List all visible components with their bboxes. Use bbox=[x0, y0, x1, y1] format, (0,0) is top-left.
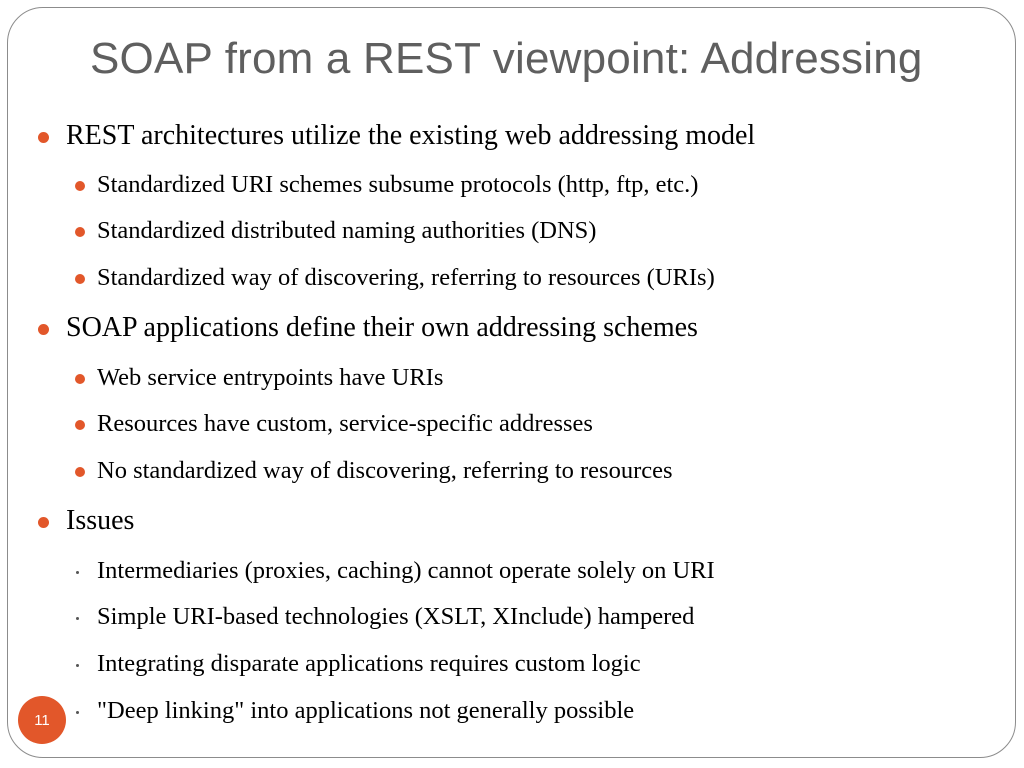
sub-bullet-dot bbox=[76, 571, 79, 574]
bullet-level2: Resources have custom, service-specific … bbox=[97, 410, 593, 437]
sub-bullet-dot bbox=[76, 711, 79, 714]
slide-title: SOAP from a REST viewpoint: Addressing bbox=[90, 34, 923, 83]
bullet-dot bbox=[75, 420, 85, 430]
bullet-level2: No standardized way of discovering, refe… bbox=[97, 457, 673, 484]
bullet-level1: REST architectures utilize the existing … bbox=[66, 120, 756, 151]
bullet-dot bbox=[38, 517, 49, 528]
bullet-dot bbox=[75, 467, 85, 477]
slide-frame bbox=[7, 7, 1016, 758]
bullet-level2: Integrating disparate applications requi… bbox=[97, 650, 641, 677]
page-number-badge: 11 bbox=[18, 696, 66, 744]
bullet-level1: SOAP applications define their own addre… bbox=[66, 312, 698, 343]
bullet-level2: Standardized distributed naming authorit… bbox=[97, 217, 597, 244]
sub-bullet-dot bbox=[76, 617, 79, 620]
bullet-dot bbox=[75, 274, 85, 284]
sub-bullet-dot bbox=[76, 664, 79, 667]
bullet-dot bbox=[75, 181, 85, 191]
bullet-level2: Standardized way of discovering, referri… bbox=[97, 264, 715, 291]
bullet-dot bbox=[38, 324, 49, 335]
bullet-level2: "Deep linking" into applications not gen… bbox=[97, 697, 635, 724]
bullet-level2: Web service entrypoints have URIs bbox=[97, 364, 444, 391]
bullet-level2: Simple URI-based technologies (XSLT, XIn… bbox=[97, 603, 695, 630]
bullet-level1: Issues bbox=[66, 505, 135, 536]
bullet-dot bbox=[75, 374, 85, 384]
bullet-dot bbox=[38, 132, 49, 143]
bullet-level2: Standardized URI schemes subsume protoco… bbox=[97, 171, 699, 198]
bullet-dot bbox=[75, 227, 85, 237]
bullet-level2: Intermediaries (proxies, caching) cannot… bbox=[97, 557, 715, 584]
